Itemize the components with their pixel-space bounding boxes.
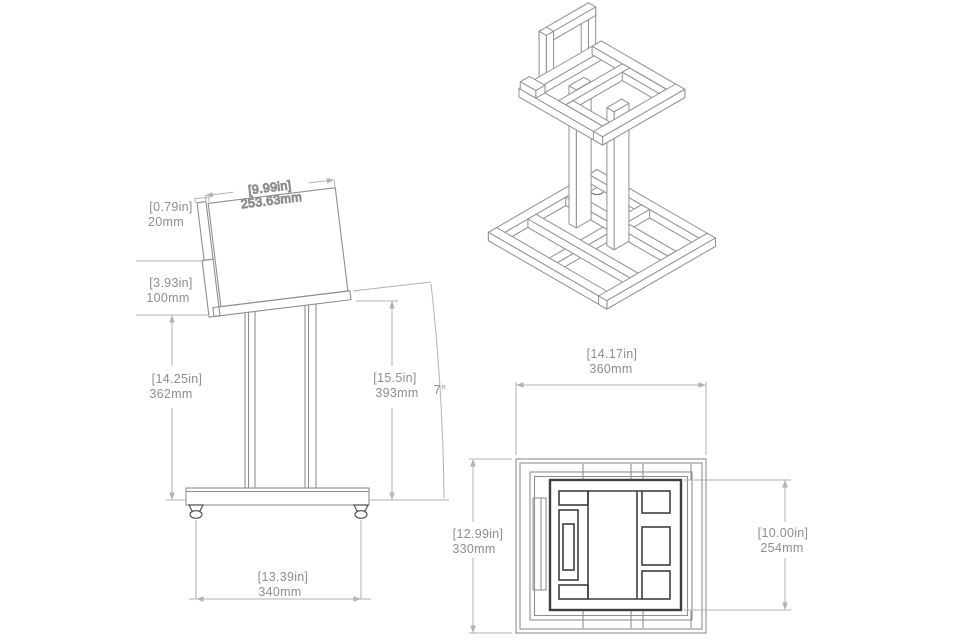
dim-plan-depth-inches: [12.99in] (453, 527, 504, 541)
dim-top-thickness-inches: [0.79in] (149, 200, 192, 214)
plan-base-frame (515, 458, 707, 634)
plan-top-plate (548, 478, 683, 612)
dim-base-depth-inches: [13.39in] (258, 570, 309, 584)
dim-plan-depth-mm: 330mm (452, 542, 495, 556)
dim-height-front-mm: 362mm (149, 387, 192, 401)
support-columns (244, 304, 317, 488)
dim-height-back-mm: 393mm (375, 386, 418, 400)
top-plate-edge (212, 290, 352, 318)
side-dimension-lines (136, 196, 449, 602)
tilted-platform-group: [9.99in] 253.63mm (196, 177, 352, 318)
dim-top-thickness-mm: 20mm (148, 215, 184, 229)
backrest-upper (196, 201, 214, 261)
plan-view-drawing: [14.17in] 360mm [12.99in] 330mm [10.00in… (452, 347, 809, 634)
dim-base-depth-mm: 340mm (258, 585, 301, 599)
dim-base-width-inches: [14.17in] (587, 347, 638, 361)
dim-base-width-mm: 360mm (589, 362, 632, 376)
foot-right (353, 504, 369, 519)
dim-backrest-height-mm: 100mm (146, 291, 189, 305)
isometric-view-drawing (487, 2, 716, 310)
dim-top-depth-inches: [9.99in] (247, 178, 292, 197)
dim-plate-depth-mm: 254mm (760, 541, 803, 555)
plan-dimension-lines (469, 382, 791, 634)
dim-plate-depth-inches: [10.00in] (758, 526, 809, 540)
backrest-lower (201, 258, 221, 318)
dim-tilt-angle: 7° (434, 383, 447, 397)
dim-top-depth-lines (204, 177, 336, 203)
side-view-drawing: [9.99in] 253.63mm (136, 177, 449, 602)
dim-height-front-inches: [14.25in] (152, 372, 203, 386)
dim-backrest-height-inches: [3.93in] (149, 276, 192, 290)
base-plate (185, 487, 370, 506)
dim-height-back-inches: [15.5in] (373, 371, 416, 385)
foot-left (188, 504, 204, 519)
